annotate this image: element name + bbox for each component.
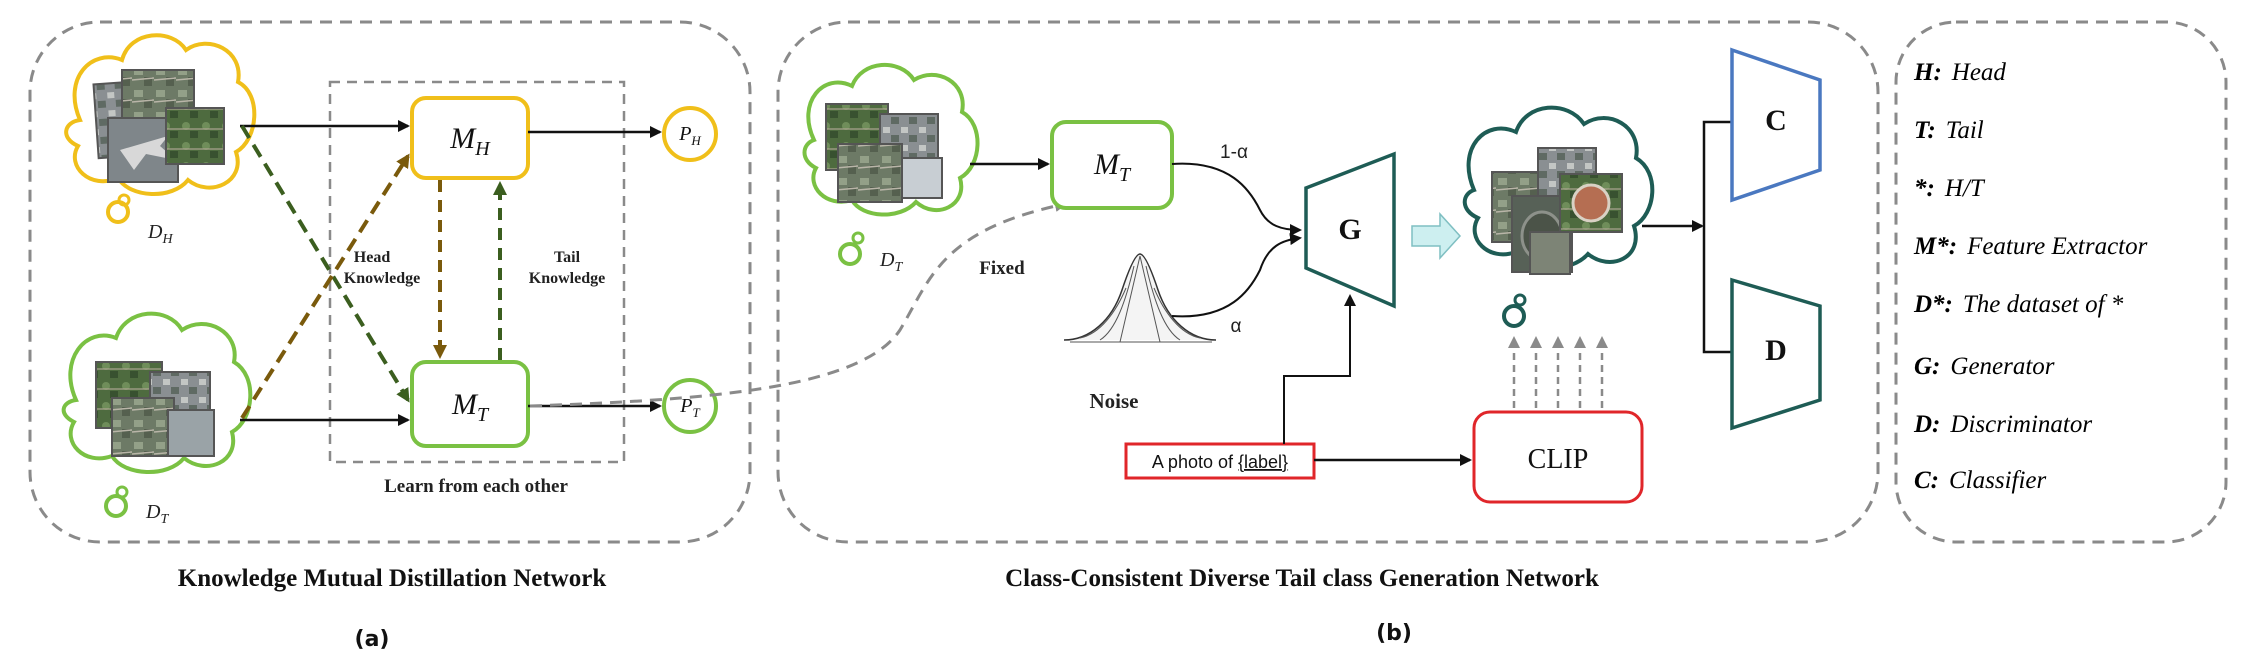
discriminator-label: D xyxy=(1765,334,1787,367)
prompt-text: A photo of {label} xyxy=(1152,452,1288,472)
legend-item-discriminator: D:Discriminator xyxy=(1913,411,2092,438)
head-knowledge-label-line1: Head xyxy=(354,249,391,266)
prompt-box xyxy=(1124,442,1316,480)
classifier-label: C xyxy=(1765,104,1787,137)
prompt-to-generator-arrow xyxy=(1283,294,1356,444)
legend-list: H:Head T:Tail *:H/T M*:Feature Extractor… xyxy=(1913,59,2148,494)
clip-guidance-arrows xyxy=(1508,336,1608,408)
panel-b-tail-model-box xyxy=(1050,120,1174,210)
legend-item-generator: G:Generator xyxy=(1914,353,2055,380)
legend-item-classifier: C:Classifier xyxy=(1914,467,2047,494)
noise-label: Noise xyxy=(1090,389,1139,413)
clip-box xyxy=(1472,410,1644,504)
generator-block xyxy=(1304,151,1396,309)
airplane-icon xyxy=(120,136,176,170)
clip-label: CLIP xyxy=(1528,444,1589,475)
generated-images-cloud xyxy=(1462,105,1655,328)
panel-a-caption: Knowledge Mutual Distillation Network xyxy=(178,565,607,592)
head-prediction-node xyxy=(662,106,718,162)
legend-border xyxy=(1894,20,2228,544)
panel-b-tail-dataset-label: DT xyxy=(879,249,903,275)
legend-item-wildcard: *:H/T xyxy=(1914,175,1986,202)
panel-b-tail-model-label: MT xyxy=(1093,148,1132,186)
fixed-model-transfer-arrow xyxy=(529,200,1067,408)
tail-knowledge-label-line2: Knowledge xyxy=(529,270,605,287)
noise-weight-arrow xyxy=(1171,233,1302,318)
legend-item-dataset: D*:The dataset of * xyxy=(1913,291,2124,318)
head-knowledge-label-line2: Knowledge xyxy=(344,270,420,287)
tail-dataset-label: DT xyxy=(145,501,169,527)
head-dataset-label: DH xyxy=(147,221,173,247)
tail-model-box xyxy=(410,360,530,448)
panel-a-border xyxy=(28,20,752,544)
tail-data-to-head-model-dashed-arrow xyxy=(240,153,410,420)
head-model-label: MH xyxy=(449,122,491,160)
noise-weight-label: α xyxy=(1231,316,1242,337)
panel-a-sublabel: (a) xyxy=(355,627,390,652)
legend-item-head: H:Head xyxy=(1913,59,2006,86)
tail-prediction-label: PT xyxy=(679,395,700,420)
noise-gaussian-icon xyxy=(1063,253,1217,343)
panel-b-sublabel: (b) xyxy=(1376,621,1412,646)
model-weight-label: 1-α xyxy=(1220,142,1248,163)
model-weight-arrow xyxy=(1171,162,1302,236)
discriminator-block xyxy=(1730,277,1822,431)
panel-b-tail-dataset-cloud xyxy=(802,63,980,266)
head-data-to-tail-model-dashed-arrow xyxy=(240,124,410,403)
mutual-learning-box xyxy=(328,80,626,464)
learn-from-each-other-label: Learn from each other xyxy=(384,476,568,497)
legend-item-tail: T:Tail xyxy=(1914,117,1984,144)
head-dataset-cloud xyxy=(64,33,257,224)
panel-b-border xyxy=(776,20,1880,544)
tail-knowledge-label-line1: Tail xyxy=(554,249,581,266)
generate-output-arrow xyxy=(1411,212,1462,260)
tail-model-label: MT xyxy=(451,388,490,426)
classifier-block xyxy=(1730,47,1822,203)
heads-bracket xyxy=(1702,120,1732,354)
tail-dataset-cloud xyxy=(61,311,253,518)
generator-label: G xyxy=(1338,213,1361,246)
fixed-label: Fixed xyxy=(979,258,1025,279)
panel-b-caption: Class-Consistent Diverse Tail class Gene… xyxy=(1005,565,1599,592)
legend-item-feature-extractor: M*:Feature Extractor xyxy=(1913,233,2148,260)
head-model-box xyxy=(410,96,530,180)
head-prediction-label: PH xyxy=(678,123,701,148)
tail-prediction-node xyxy=(662,378,718,434)
